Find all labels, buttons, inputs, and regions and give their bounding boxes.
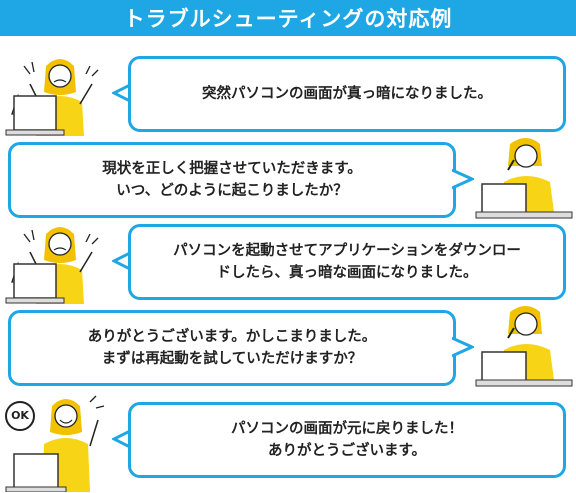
bubble-tail <box>452 336 474 358</box>
user-figure-worried <box>5 227 99 304</box>
ok-badge-label: OK <box>11 409 29 422</box>
speech-bubble-user: 突然パソコンの画面が真っ暗になりました。 <box>128 56 566 132</box>
bubble-text: いつ、どのように起こりましたか？ <box>116 183 348 199</box>
page-title: トラブルシューティングの対応例 <box>0 0 576 36</box>
bubble-text: ありがとうございます。 <box>267 443 427 459</box>
bubble-tail <box>452 168 474 190</box>
support-figure-headset <box>475 306 573 387</box>
bubble-text: パソコンを起動させてアプリケーションをダウンロー <box>173 242 521 259</box>
bubble-tail <box>112 82 132 104</box>
user-figure-worried <box>5 59 99 136</box>
dialog-row-1: 突然パソコンの画面が真っ暗になりました。 <box>0 52 576 136</box>
bubble-tail <box>112 428 132 450</box>
bubble-text: 現状を正しく把握させていただきます。 <box>102 160 362 177</box>
speech-bubble-support: ありがとうございます。かしこまりました。 まずは再起動を試していただけますか？ <box>8 310 456 386</box>
user-figure-happy <box>5 395 105 492</box>
bubble-text: ありがとうございます。かしこまりました。 <box>87 328 377 345</box>
dialog-row-4: ありがとうございます。かしこまりました。 まずは再起動を試していただけますか？ <box>0 304 576 388</box>
dialog-row-3: パソコンを起動させてアプリケーションをダウンロー ドしたら、真っ暗な画面になりま… <box>0 220 576 304</box>
speech-bubble-support: 現状を正しく把握させていただきます。 いつ、どのように起こりましたか？ <box>8 142 456 218</box>
bubble-tail <box>112 250 132 272</box>
dialog-row-2: 現状を正しく把握させていただきます。 いつ、どのように起こりましたか？ <box>0 136 576 220</box>
speech-bubble-user: パソコンの画面が元に戻りました！ ありがとうございます。 <box>128 402 566 478</box>
bubble-text: パソコンの画面が元に戻りました！ <box>231 420 463 437</box>
speech-bubble-user: パソコンを起動させてアプリケーションをダウンロー ドしたら、真っ暗な画面になりま… <box>128 224 566 300</box>
dialog-row-5: OK パソコンの画面が元に戻りました！ ありがとうございます。 <box>0 392 576 492</box>
bubble-text: 突然パソコンの画面が真っ暗になりました。 <box>202 85 492 102</box>
support-figure-headset <box>475 138 573 219</box>
bubble-text: まずは再起動を試していただけますか？ <box>101 351 363 367</box>
bubble-text: ドしたら、真っ暗な画面になりました。 <box>216 265 478 281</box>
ok-badge-icon <box>5 401 35 431</box>
